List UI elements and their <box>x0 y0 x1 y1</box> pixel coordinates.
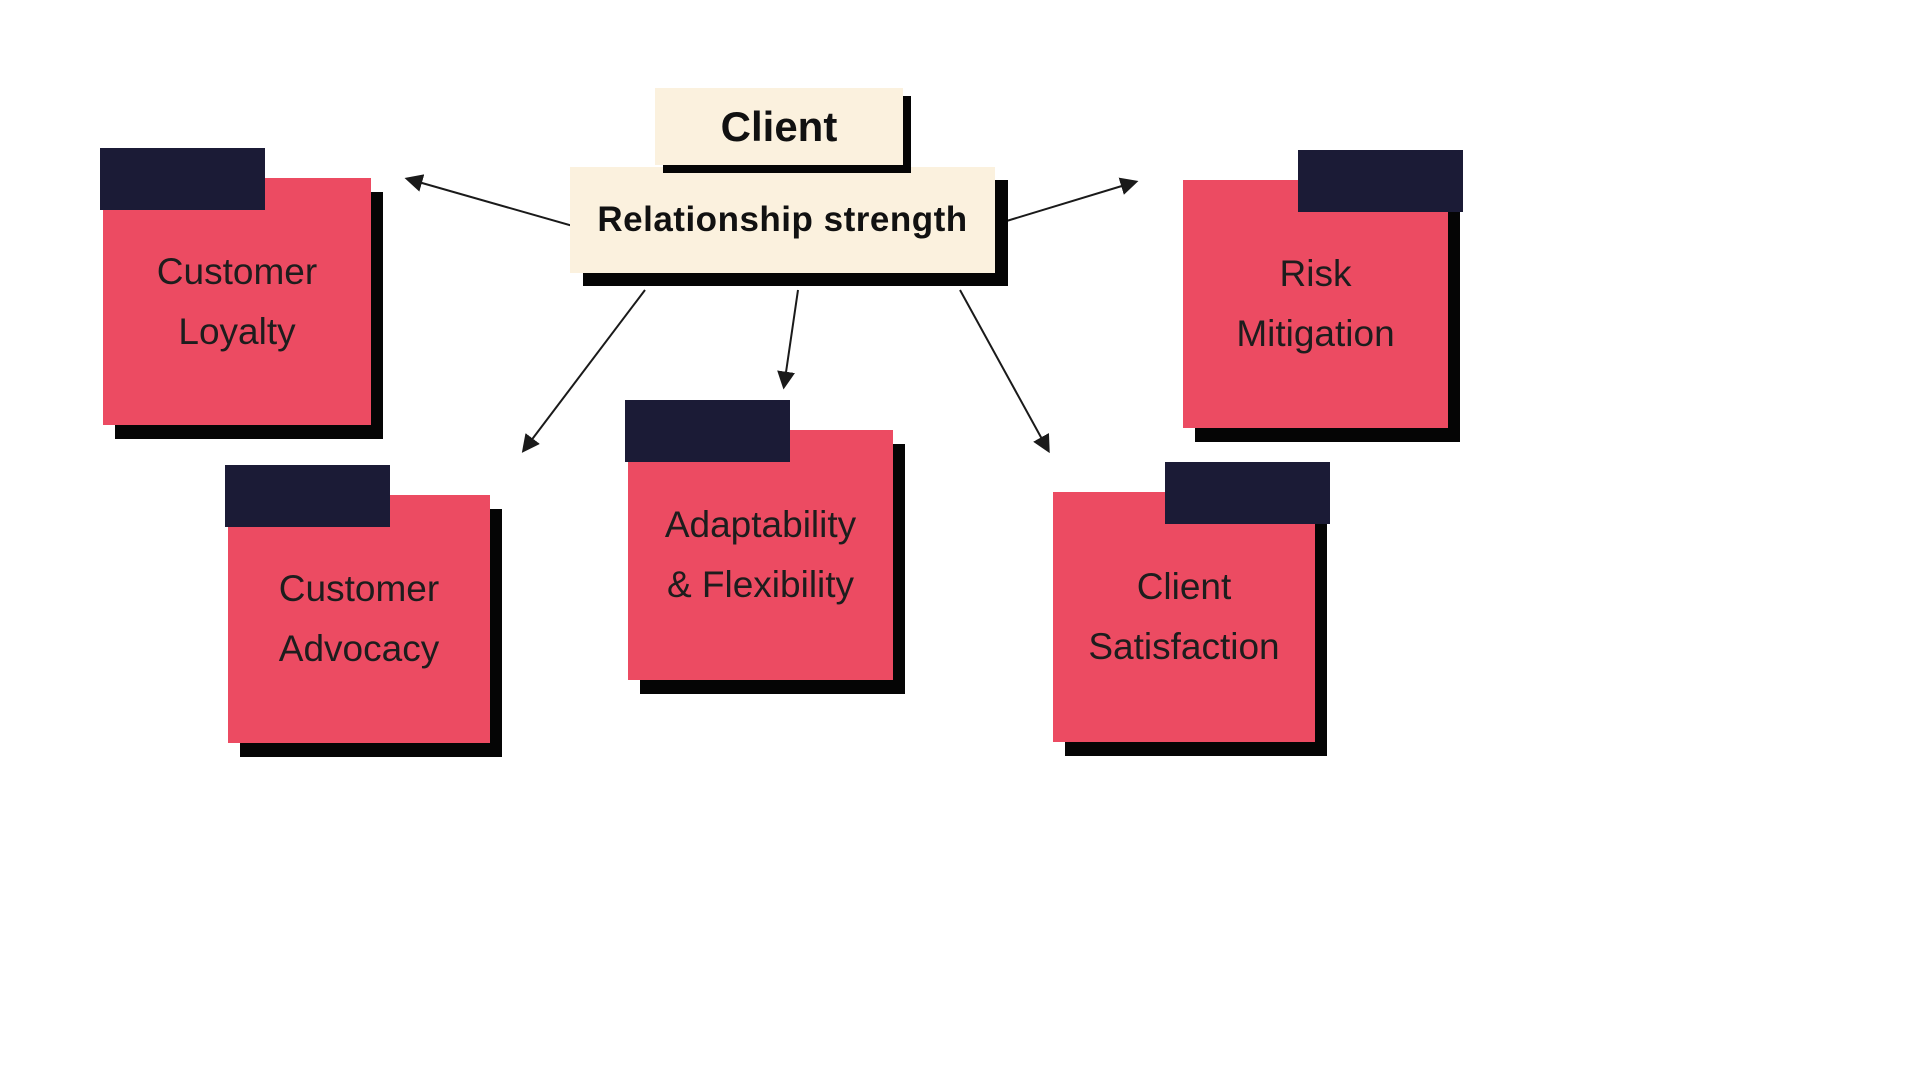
node-label: Client Satisfaction <box>1088 566 1280 667</box>
note-tab <box>100 148 265 210</box>
node-customer-advocacy: Customer Advocacy <box>225 465 490 743</box>
note-tab <box>1298 150 1463 212</box>
center-subtitle-box: Relationship strength <box>570 167 995 273</box>
center-title: Client <box>720 102 838 150</box>
node-customer-loyalty: Customer Loyalty <box>100 148 371 425</box>
node-label: Adaptability & Flexibility <box>664 504 857 605</box>
arrow-center-to-client-satisfaction <box>959 289 1050 454</box>
node-label: Customer Advocacy <box>278 568 440 669</box>
node-risk-mitigation: Risk Mitigation <box>1183 150 1463 428</box>
node-client-satisfaction: Client Satisfaction <box>1053 462 1330 742</box>
node-adaptability-flexibility: Adaptability & Flexibility <box>625 400 893 680</box>
note-tab <box>225 465 390 527</box>
note-tab <box>1165 462 1330 524</box>
node-label: Risk Mitigation <box>1236 253 1395 354</box>
note-tab <box>625 400 790 462</box>
node-label: Customer Loyalty <box>156 250 318 352</box>
center-title-box: Client <box>655 88 903 165</box>
arrow-center-to-risk-mitigation <box>999 177 1139 224</box>
arrow-center-to-adaptability <box>777 289 799 390</box>
center-subtitle: Relationship strength <box>597 200 968 239</box>
